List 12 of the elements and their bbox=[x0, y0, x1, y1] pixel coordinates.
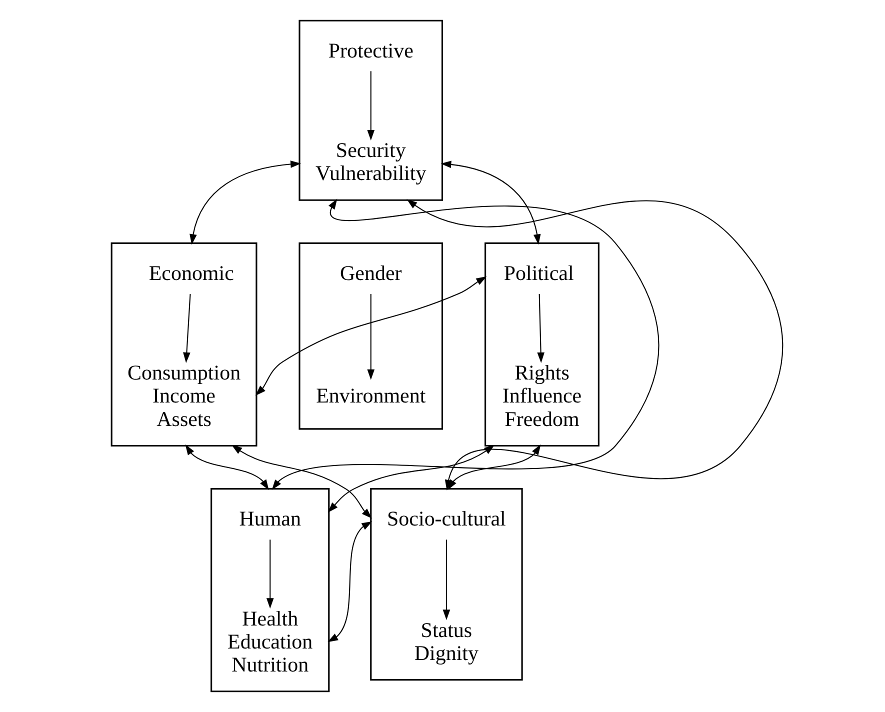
node-text: Consumption Income Assets bbox=[126, 360, 240, 431]
node-text: Protective bbox=[328, 38, 413, 62]
node-text: Health Education Nutrition bbox=[227, 606, 312, 676]
node-text: Socio-cultural bbox=[386, 506, 506, 531]
node-text: Economic bbox=[148, 260, 234, 285]
node-text: Status Dignity bbox=[414, 618, 478, 665]
node-text: Political bbox=[503, 260, 574, 285]
node-text: Rights Influence Freedom bbox=[502, 360, 582, 431]
node-text: Gender bbox=[340, 260, 402, 285]
node-text: Environment bbox=[316, 384, 426, 408]
node-text: Human bbox=[238, 506, 300, 531]
node-text: Security Vulnerability bbox=[315, 138, 426, 186]
